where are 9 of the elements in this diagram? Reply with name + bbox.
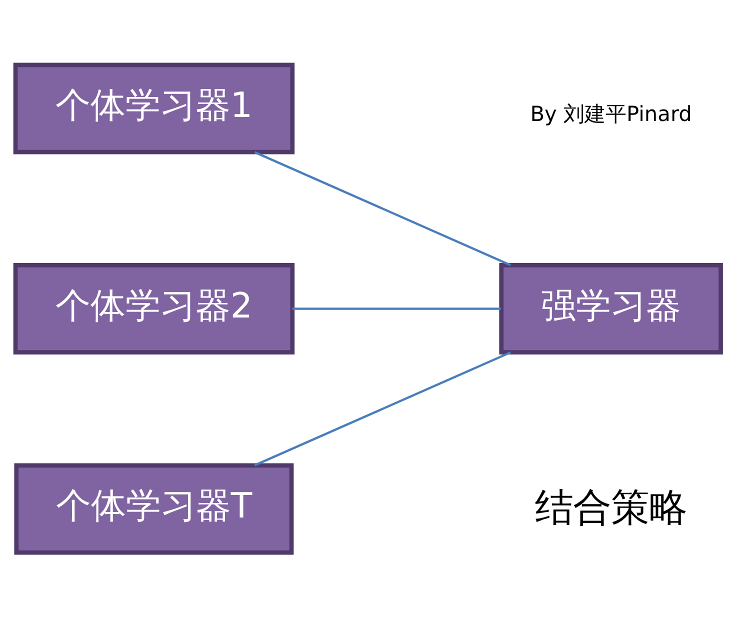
connector — [254, 150, 512, 266]
node-box: 强学习器 — [499, 262, 723, 354]
label: 结合策略 — [535, 485, 688, 530]
node-box: 个体学习器1 — [13, 62, 295, 154]
label: By 刘建平Pinard — [530, 101, 692, 126]
connector — [254, 350, 512, 466]
connector — [292, 307, 501, 310]
node-box: 个体学习器T — [14, 462, 294, 554]
node-box: 个体学习器2 — [13, 262, 295, 354]
